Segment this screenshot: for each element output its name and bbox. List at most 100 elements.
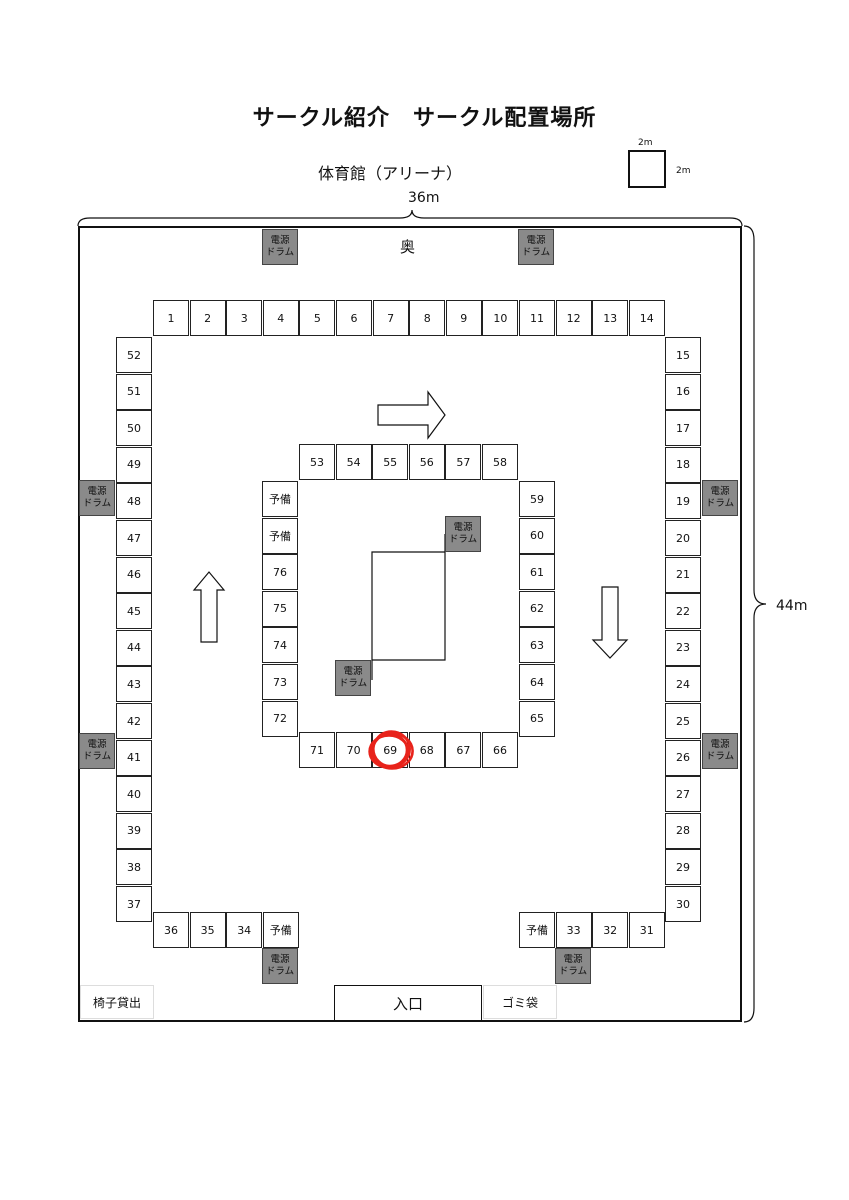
booth-35: 35 (189, 912, 226, 948)
booth-44: 44 (116, 629, 152, 666)
power-drum-label: 電源 (87, 486, 107, 497)
booth-27: 27 (665, 776, 701, 813)
booth-24: 24 (665, 666, 701, 703)
booth-2: 2 (189, 300, 226, 336)
scale-height-label: 2m (676, 166, 691, 176)
power-drum: 電源ドラム (262, 229, 298, 265)
booth-33: 33 (555, 912, 592, 948)
booth-69: 69 (372, 732, 409, 768)
power-drum: 電源ドラム (702, 733, 738, 769)
booth-73: 73 (262, 664, 298, 700)
power-drum: 電源ドラム (335, 660, 371, 696)
booth-予備: 予備 (519, 912, 555, 948)
booth-37: 37 (116, 886, 152, 922)
booth-74: 74 (262, 627, 298, 664)
booth-22: 22 (665, 593, 701, 630)
booth-1: 1 (153, 300, 189, 336)
booth-7: 7 (372, 300, 409, 336)
entrance: 入口 (334, 985, 482, 1021)
booth-51: 51 (116, 373, 152, 410)
booth-8: 8 (409, 300, 446, 336)
booth-予備: 予備 (262, 517, 298, 554)
booth-6: 6 (336, 300, 372, 336)
power-drum-label: 電源 (343, 666, 363, 677)
height-brace (743, 225, 767, 1023)
booth-64: 64 (519, 664, 555, 700)
power-drum-label: ドラム (705, 751, 735, 762)
booth-59: 59 (519, 481, 555, 517)
page-title: サークル紹介 サークル配置場所 (252, 106, 597, 131)
booth-54: 54 (335, 444, 372, 480)
width-brace (77, 209, 743, 227)
scale-box (628, 150, 666, 188)
booth-予備: 予備 (262, 481, 298, 517)
booth-30: 30 (665, 886, 701, 922)
arrow-down-icon (591, 586, 629, 659)
booth-62: 62 (519, 590, 555, 627)
booth-38: 38 (116, 849, 152, 886)
booth-75: 75 (262, 590, 298, 627)
hall-height-label: 44m (776, 598, 808, 614)
power-drum-label: 電源 (270, 235, 290, 246)
booth-43: 43 (116, 666, 152, 703)
back-label: 奥 (400, 238, 416, 256)
booth-4: 4 (262, 300, 299, 336)
booth-31: 31 (628, 912, 665, 948)
power-drum-label: ドラム (558, 966, 588, 977)
booth-52: 52 (116, 337, 152, 373)
booth-66: 66 (482, 732, 518, 768)
booth-58: 58 (482, 444, 518, 480)
hall-width-label: 36m (408, 190, 440, 206)
power-drum: 電源ドラム (79, 733, 115, 769)
booth-50: 50 (116, 410, 152, 447)
booth-60: 60 (519, 517, 555, 554)
power-drum-label: 電源 (87, 739, 107, 750)
booth-34: 34 (226, 912, 263, 948)
booth-61: 61 (519, 554, 555, 591)
booth-15: 15 (665, 337, 701, 373)
booth-65: 65 (519, 700, 555, 737)
booth-32: 32 (592, 912, 629, 948)
power-drum-label: 電源 (453, 522, 473, 533)
booth-28: 28 (665, 812, 701, 849)
booth-47: 47 (116, 520, 152, 556)
booth-21: 21 (665, 556, 701, 593)
booth-13: 13 (592, 300, 629, 336)
power-drum-label: ドラム (521, 247, 551, 258)
booth-46: 46 (116, 556, 152, 593)
booth-70: 70 (335, 732, 372, 768)
power-drum-label: ドラム (338, 678, 368, 689)
booth-56: 56 (408, 444, 445, 480)
power-drum: 電源ドラム (445, 516, 481, 552)
booth-25: 25 (665, 703, 701, 739)
power-drum-label: ドラム (448, 534, 478, 545)
booth-40: 40 (116, 776, 152, 813)
booth-72: 72 (262, 700, 298, 737)
chair-rental: 椅子貸出 (80, 985, 154, 1019)
booth-67: 67 (445, 732, 482, 768)
booth-予備: 予備 (262, 912, 299, 948)
booth-68: 68 (408, 732, 445, 768)
booth-29: 29 (665, 849, 701, 886)
power-drum: 電源ドラム (555, 948, 591, 984)
booth-42: 42 (116, 703, 152, 739)
booth-39: 39 (116, 812, 152, 849)
booth-16: 16 (665, 373, 701, 410)
hall-outline (78, 226, 742, 1022)
booth-76: 76 (262, 554, 298, 591)
scale-width-label: 2m (638, 138, 653, 148)
booth-48: 48 (116, 483, 152, 520)
booth-9: 9 (445, 300, 482, 336)
arrow-right-icon (377, 390, 446, 440)
booth-5: 5 (299, 300, 336, 336)
booth-3: 3 (226, 300, 263, 336)
booth-23: 23 (665, 629, 701, 666)
trash-bags: ゴミ袋 (483, 985, 557, 1019)
arrow-up-icon (192, 571, 226, 643)
power-drum: 電源ドラム (702, 480, 738, 516)
booth-45: 45 (116, 593, 152, 630)
booth-19: 19 (665, 483, 701, 520)
power-drum: 電源ドラム (79, 480, 115, 516)
power-drum: 電源ドラム (262, 948, 298, 984)
